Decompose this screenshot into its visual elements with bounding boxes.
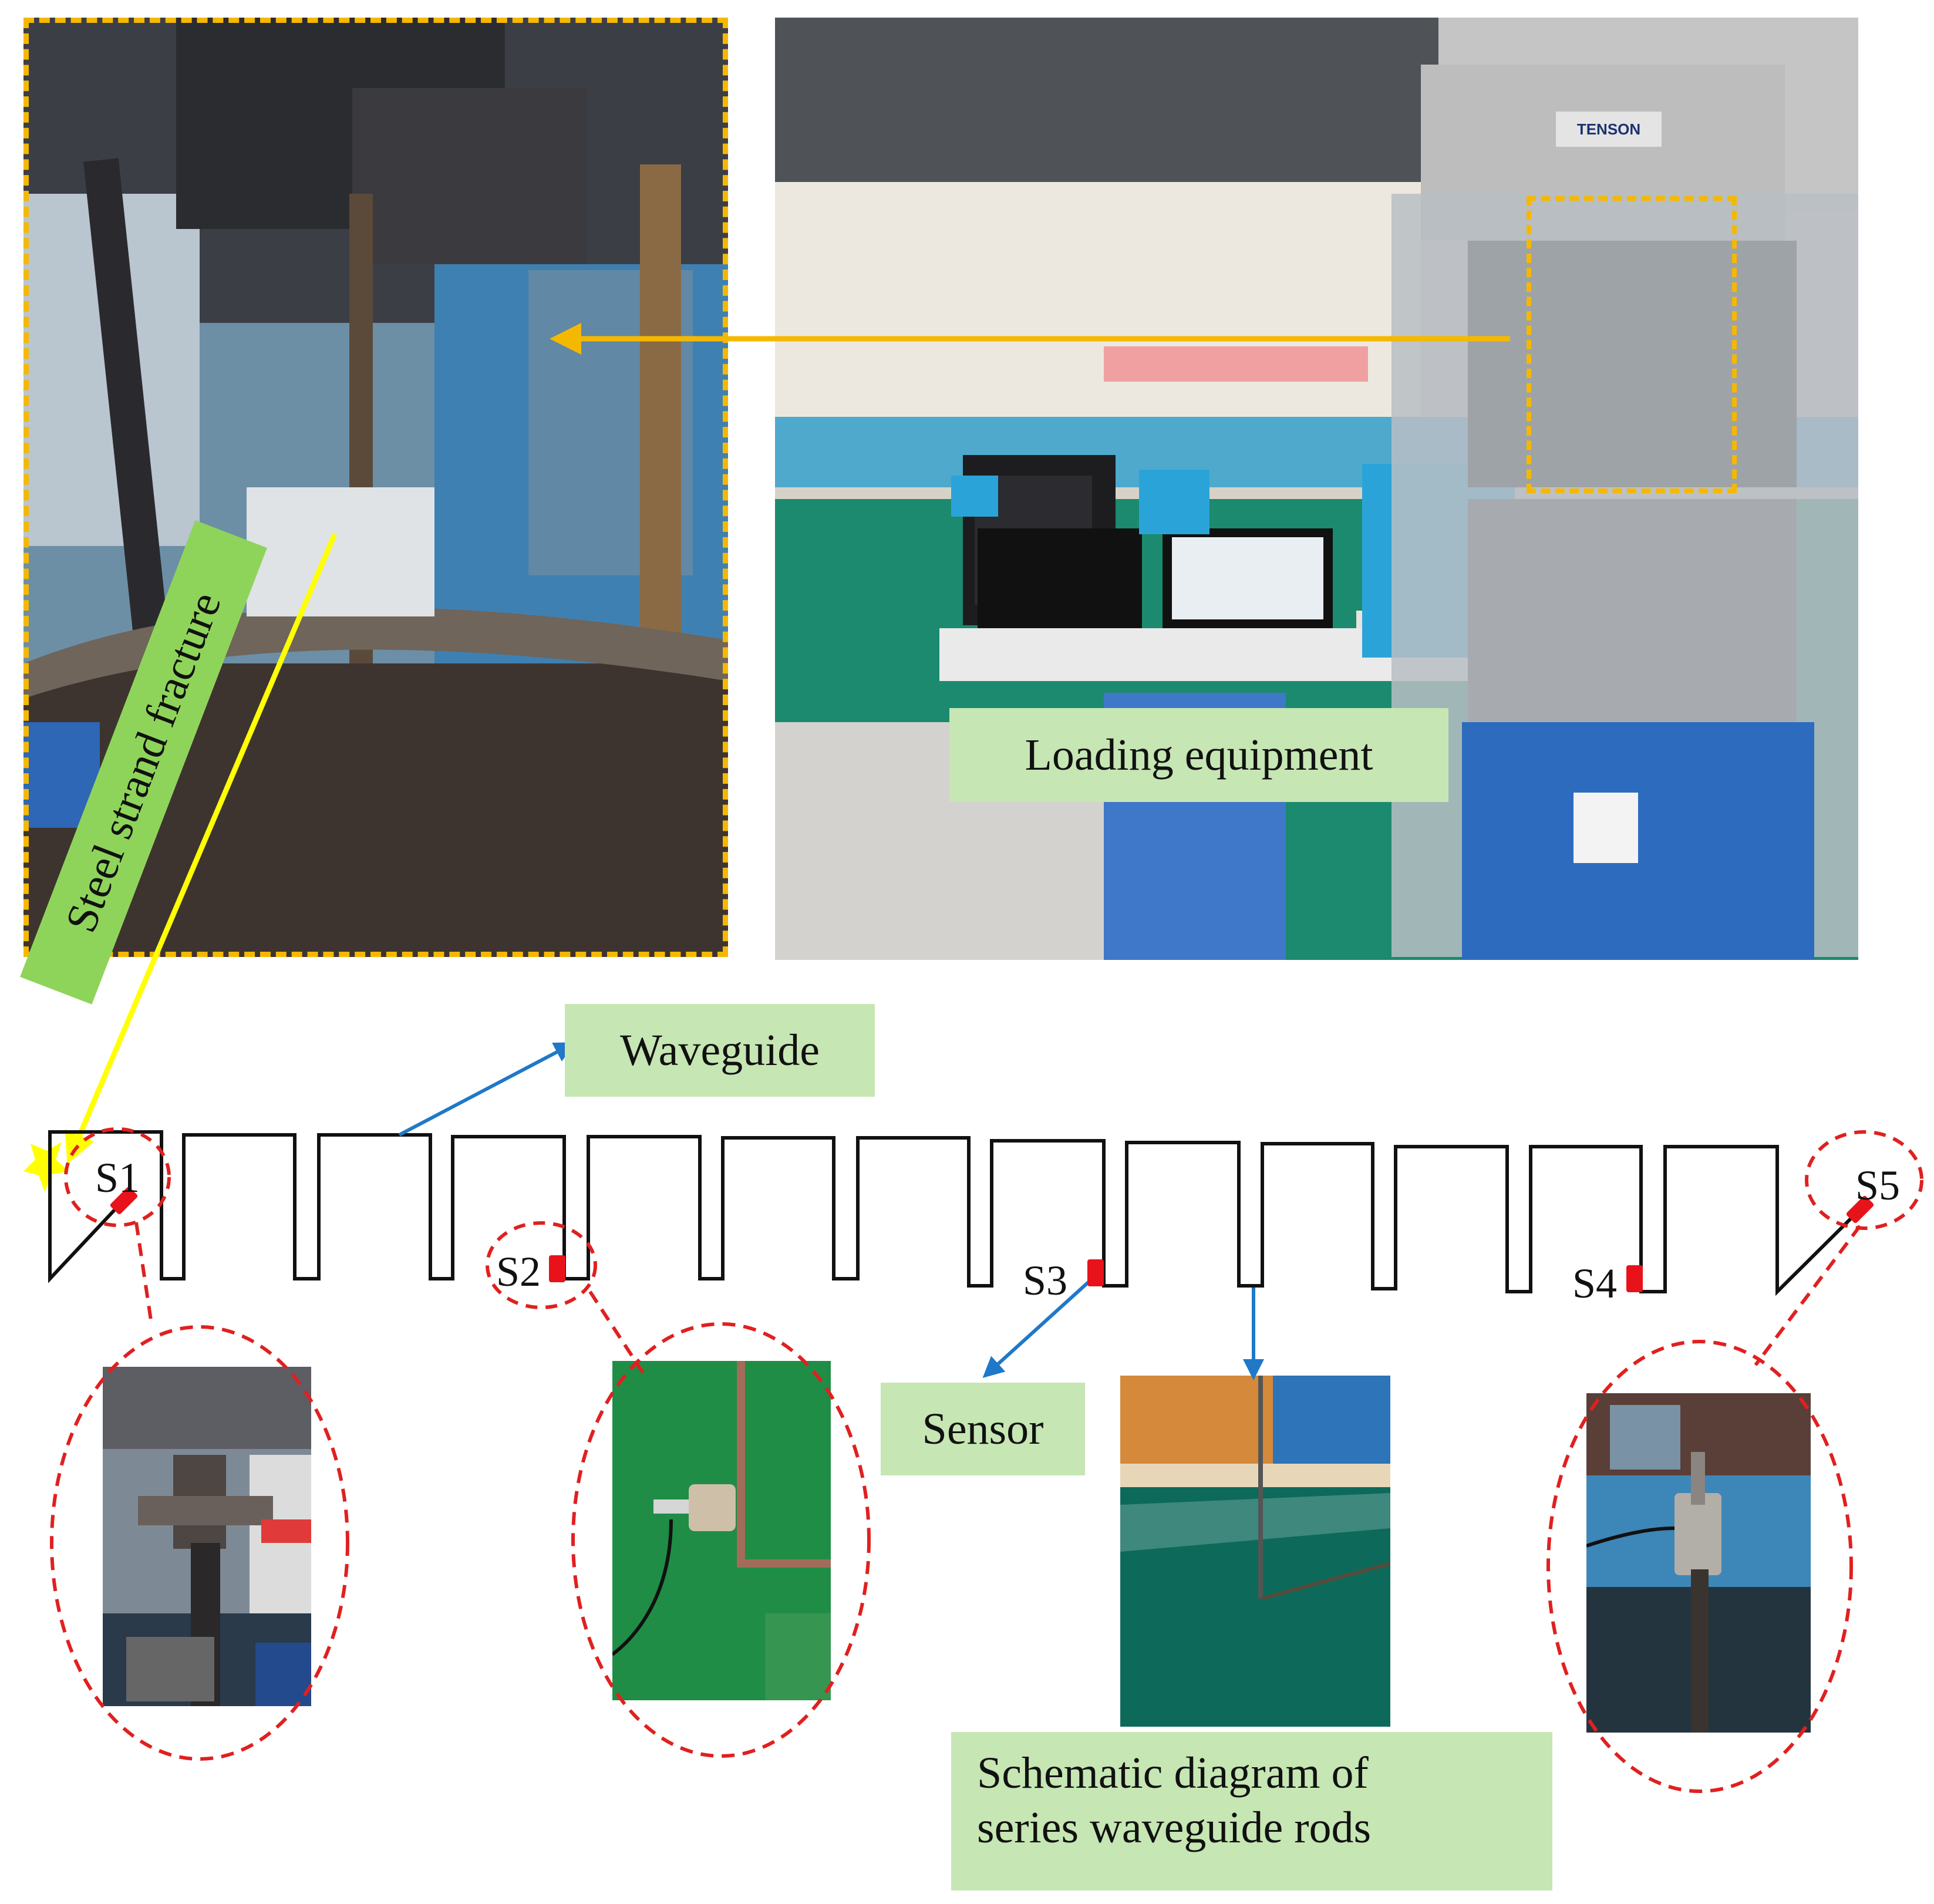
schematic-caption-label: Schematic diagram of series waveguide ro… <box>951 1732 1552 1890</box>
machine-highlight-box <box>1527 196 1737 493</box>
waveguide-rod-photo <box>1120 1376 1390 1727</box>
sensor-s3-marker <box>1087 1259 1104 1286</box>
fracture-point-marker <box>23 1142 69 1192</box>
sensor-s5-marker <box>1846 1195 1874 1224</box>
s1-photo-ellipse <box>50 1325 349 1761</box>
s5-connector <box>1754 1225 1862 1366</box>
sensor-label-s5: S5 <box>1855 1162 1901 1209</box>
fracture-arrow <box>65 533 338 1165</box>
sensor-pointer-arrow <box>982 1278 1093 1379</box>
tenson-brand-text: TENSON <box>1576 120 1641 138</box>
sensor-s2-marker <box>549 1255 565 1282</box>
fracture-photo-frame <box>23 18 728 957</box>
waveguide-pointer-arrow <box>398 1042 576 1137</box>
s2-connector <box>588 1290 645 1374</box>
sensor-label: Sensor <box>881 1383 1085 1475</box>
fracture-closeup-image <box>23 18 728 957</box>
waveguide-label: Waveguide <box>565 1004 875 1097</box>
waveguide-rod-path <box>48 1130 1862 1296</box>
loading-equipment-image <box>775 18 1858 960</box>
schematic-caption-line-1: Schematic diagram of <box>977 1748 1369 1798</box>
sensor-s1-marker <box>110 1187 138 1215</box>
loading-equipment-photo: TENSON <box>775 18 1858 960</box>
sensor-label-s3: S3 <box>1023 1257 1068 1304</box>
s5-photo-ellipse <box>1546 1340 1853 1793</box>
tenson-brand-plate: TENSON <box>1556 112 1662 147</box>
s1-sensor-photo <box>103 1367 311 1706</box>
sensor-s4-marker <box>1626 1265 1643 1292</box>
fracture-closeup-photo <box>23 18 728 957</box>
sensor-label-s2: S2 <box>496 1248 541 1295</box>
s2-photo-ellipse <box>571 1322 871 1758</box>
s5-highlight-circle <box>1805 1130 1923 1230</box>
s2-sensor-photo <box>612 1361 831 1700</box>
s2-highlight-circle <box>486 1221 597 1309</box>
schematic-caption-line-2: series waveguide rods <box>977 1802 1372 1852</box>
sensor-label-s1: S1 <box>95 1154 140 1201</box>
loading-equipment-label: Loading equipment <box>949 708 1448 802</box>
s5-sensor-photo <box>1586 1393 1811 1733</box>
s1-connector <box>134 1222 153 1325</box>
s1-highlight-circle <box>64 1127 171 1227</box>
sensor-label-s4: S4 <box>1572 1260 1618 1307</box>
